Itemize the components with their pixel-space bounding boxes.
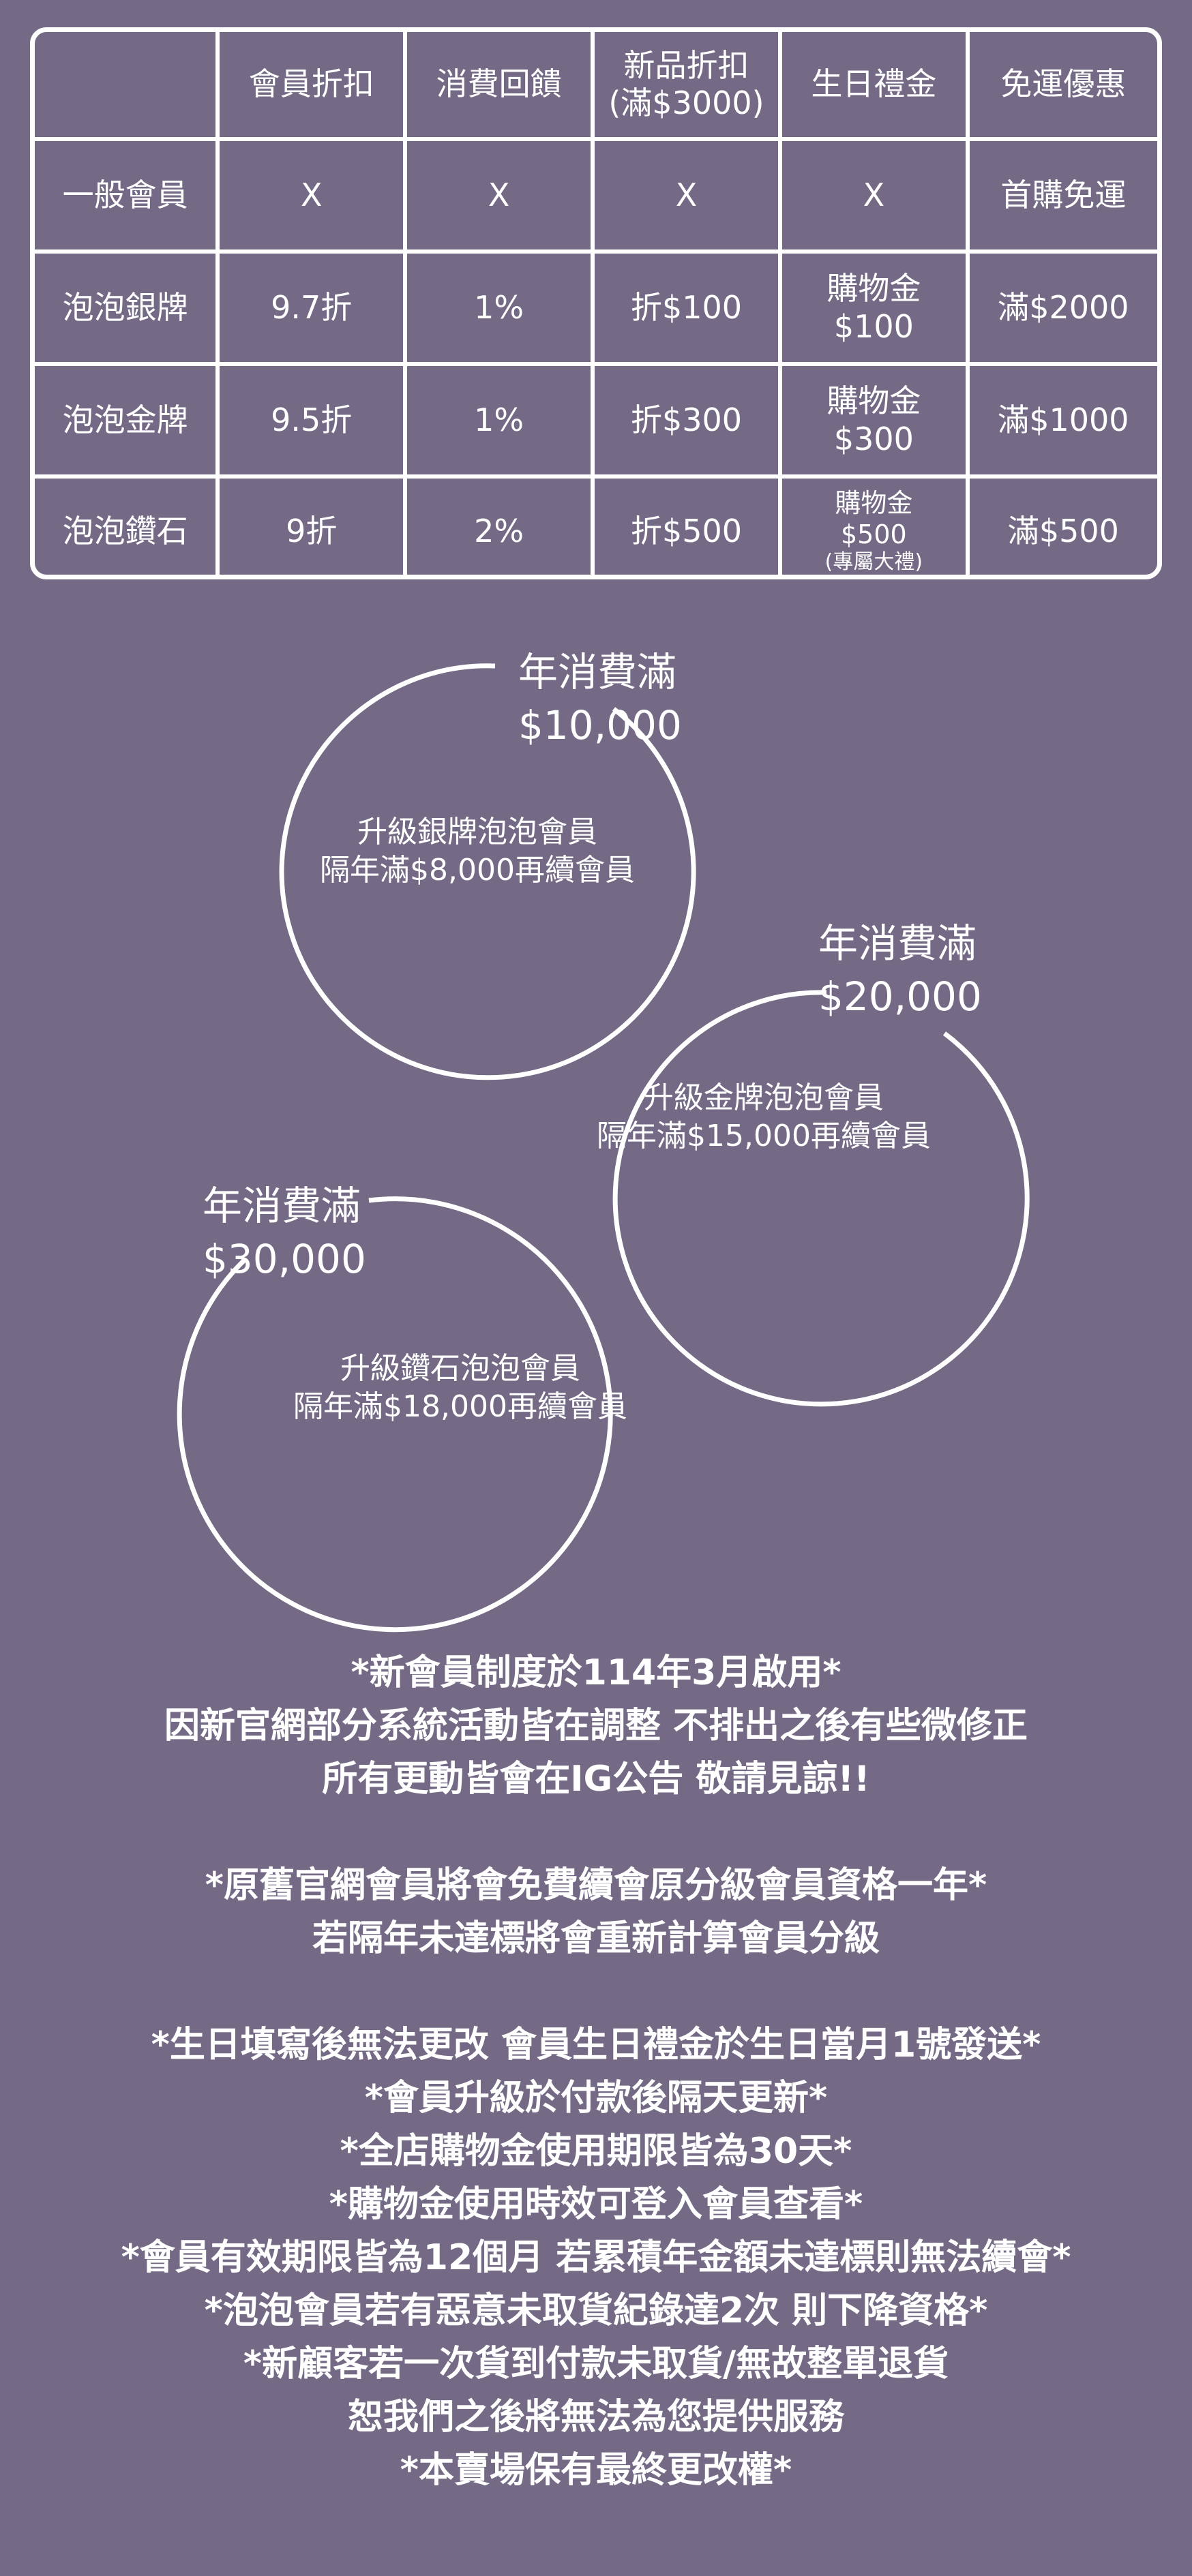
note-line: *會員升級於付款後隔天更新* [364,2078,828,2119]
silver-tier-goal: 年消費滿 $10,000 [518,646,682,753]
new-item-cell: 折$100 [591,249,782,366]
table-row: 泡泡銀牌 9.7折 1% 折$100 購物金 $100 滿$2000 [35,249,1157,366]
note-line: *新顧客若一次貨到付款未取貨/無故整單退貨 [243,2344,949,2384]
note-line: 恕我們之後將無法為您提供服務 [347,2397,844,2438]
renewal-text: 隔年滿$8,000再續會員 [320,853,635,888]
note-line: 若隔年未達標將會重新計算會員分級 [312,1918,880,1959]
header-row: 會員折扣 消費回饋 新品折扣 (滿$3000) 生日禮金 免運優惠 [35,32,1157,141]
new-item-cell: X [591,137,782,254]
header-birthday-gift: 生日禮金 [777,32,970,141]
gold-tier-description: 升級金牌泡泡會員 隔年滿$15,000再續會員 [539,1079,989,1156]
birthday-cell: 購物金 $300 [777,362,970,479]
discount-cell: 9.7折 [215,249,408,366]
header-new-item-discount: 新品折扣 (滿$3000) [591,32,782,141]
note-spacer [0,1965,1192,2018]
diamond-tier-description: 升級鑽石泡泡會員 隔年滿$18,000再續會員 [235,1350,685,1427]
upgrade-text: 升級銀牌泡泡會員 [357,815,597,849]
note-line: *原舊官網會員將會免費續會原分級會員資格一年* [205,1865,987,1906]
note-line: *本賣場保有最終更改權* [400,2450,792,2491]
header-shipping: 免運優惠 [965,32,1157,141]
goal-amount: $30,000 [203,1236,366,1283]
silver-tier-circle [279,663,696,1080]
discount-cell: 9.5折 [215,362,408,479]
goal-amount: $20,000 [818,973,982,1020]
shipping-cell: 滿$500 [965,474,1157,575]
rebate-cell: 1% [403,249,595,366]
note-line: *新會員制度於114年3月啟用* [351,1652,841,1693]
tier-name-cell: 泡泡銀牌 [35,249,220,366]
header-new-item-condition: (滿$3000) [608,85,764,121]
shipping-cell: 首購免運 [965,137,1157,254]
shipping-cell: 滿$1000 [965,362,1157,479]
tier-name-cell: 泡泡鑽石 [35,474,220,575]
gold-tier-goal: 年消費滿 $20,000 [818,917,982,1024]
silver-tier-description: 升級銀牌泡泡會員 隔年滿$8,000再續會員 [266,813,689,890]
tier-circles-diagram [177,663,1030,1633]
header-new-item-label: 新品折扣 [623,46,749,84]
benefits-grid: 會員折扣 消費回饋 新品折扣 (滿$3000) 生日禮金 免運優惠 一般會員 X… [35,32,1157,575]
note-line: *購物金使用時效可登入會員查看* [329,2184,863,2225]
header-member-discount: 會員折扣 [215,32,408,141]
tier-name-cell: 泡泡金牌 [35,362,220,479]
birthday-label: 購物金 [826,382,921,420]
note-line: *泡泡會員若有惡意未取貨紀錄達2次 則下降資格* [204,2290,988,2331]
table-row: 泡泡金牌 9.5折 1% 折$300 購物金 $300 滿$1000 [35,362,1157,479]
membership-benefits-table: 會員折扣 消費回饋 新品折扣 (滿$3000) 生日禮金 免運優惠 一般會員 X… [30,27,1162,579]
rebate-cell: X [403,137,595,254]
goal-title: 年消費滿 [818,920,977,967]
membership-notes: *新會員制度於114年3月啟用* 因新官網部分系統活動皆在調整 不排出之後有些微… [0,1646,1192,2497]
birthday-cell: X [777,137,970,254]
note-spacer [0,1806,1192,1859]
birthday-cell: 購物金 $500 (專屬大禮) [777,474,970,575]
goal-amount: $10,000 [518,702,682,749]
upgrade-text: 升級鑽石泡泡會員 [340,1351,580,1386]
note-line: 所有更動皆會在IG公告 敬請見諒!! [322,1759,870,1800]
goal-title: 年消費滿 [518,649,677,695]
diamond-tier-goal: 年消費滿 $30,000 [203,1179,366,1286]
birthday-label: 購物金 [835,487,913,518]
shipping-cell: 滿$2000 [965,249,1157,366]
new-item-cell: 折$300 [591,362,782,479]
diamond-tier-circle [177,1196,613,1633]
goal-title: 年消費滿 [203,1183,361,1229]
table-row: 一般會員 X X X X 首購免運 [35,137,1157,254]
birthday-note: (專屬大禮) [824,550,923,575]
header-rebate: 消費回饋 [403,32,595,141]
discount-cell: 9折 [215,474,408,575]
note-line: *生日填寫後無法更改 會員生日禮金於生日當月1號發送* [151,2025,1041,2065]
tier-name-cell: 一般會員 [35,137,220,254]
table-row: 泡泡鑽石 9折 2% 折$500 購物金 $500 (專屬大禮) 滿$500 [35,474,1157,575]
birthday-amount: $500 [841,519,907,549]
discount-cell: X [215,137,408,254]
note-line: *全店購物金使用期限皆為30天* [340,2131,852,2172]
birthday-amount: $100 [833,307,914,345]
note-line: *會員有效期限皆為12個月 若累積年金額未達標則無法續會* [121,2237,1071,2278]
rebate-cell: 2% [403,474,595,575]
rebate-cell: 1% [403,362,595,479]
birthday-amount: $300 [833,420,914,457]
note-line: 因新官網部分系統活動皆在調整 不排出之後有些微修正 [164,1706,1028,1746]
upgrade-text: 升級金牌泡泡會員 [644,1080,884,1115]
renewal-text: 隔年滿$18,000再續會員 [293,1389,627,1425]
gold-tier-circle [612,990,1030,1407]
birthday-label: 購物金 [826,270,921,307]
header-corner-cell [35,32,220,141]
renewal-text: 隔年滿$15,000再續會員 [597,1119,931,1154]
new-item-cell: 折$500 [591,474,782,575]
birthday-cell: 購物金 $100 [777,249,970,366]
